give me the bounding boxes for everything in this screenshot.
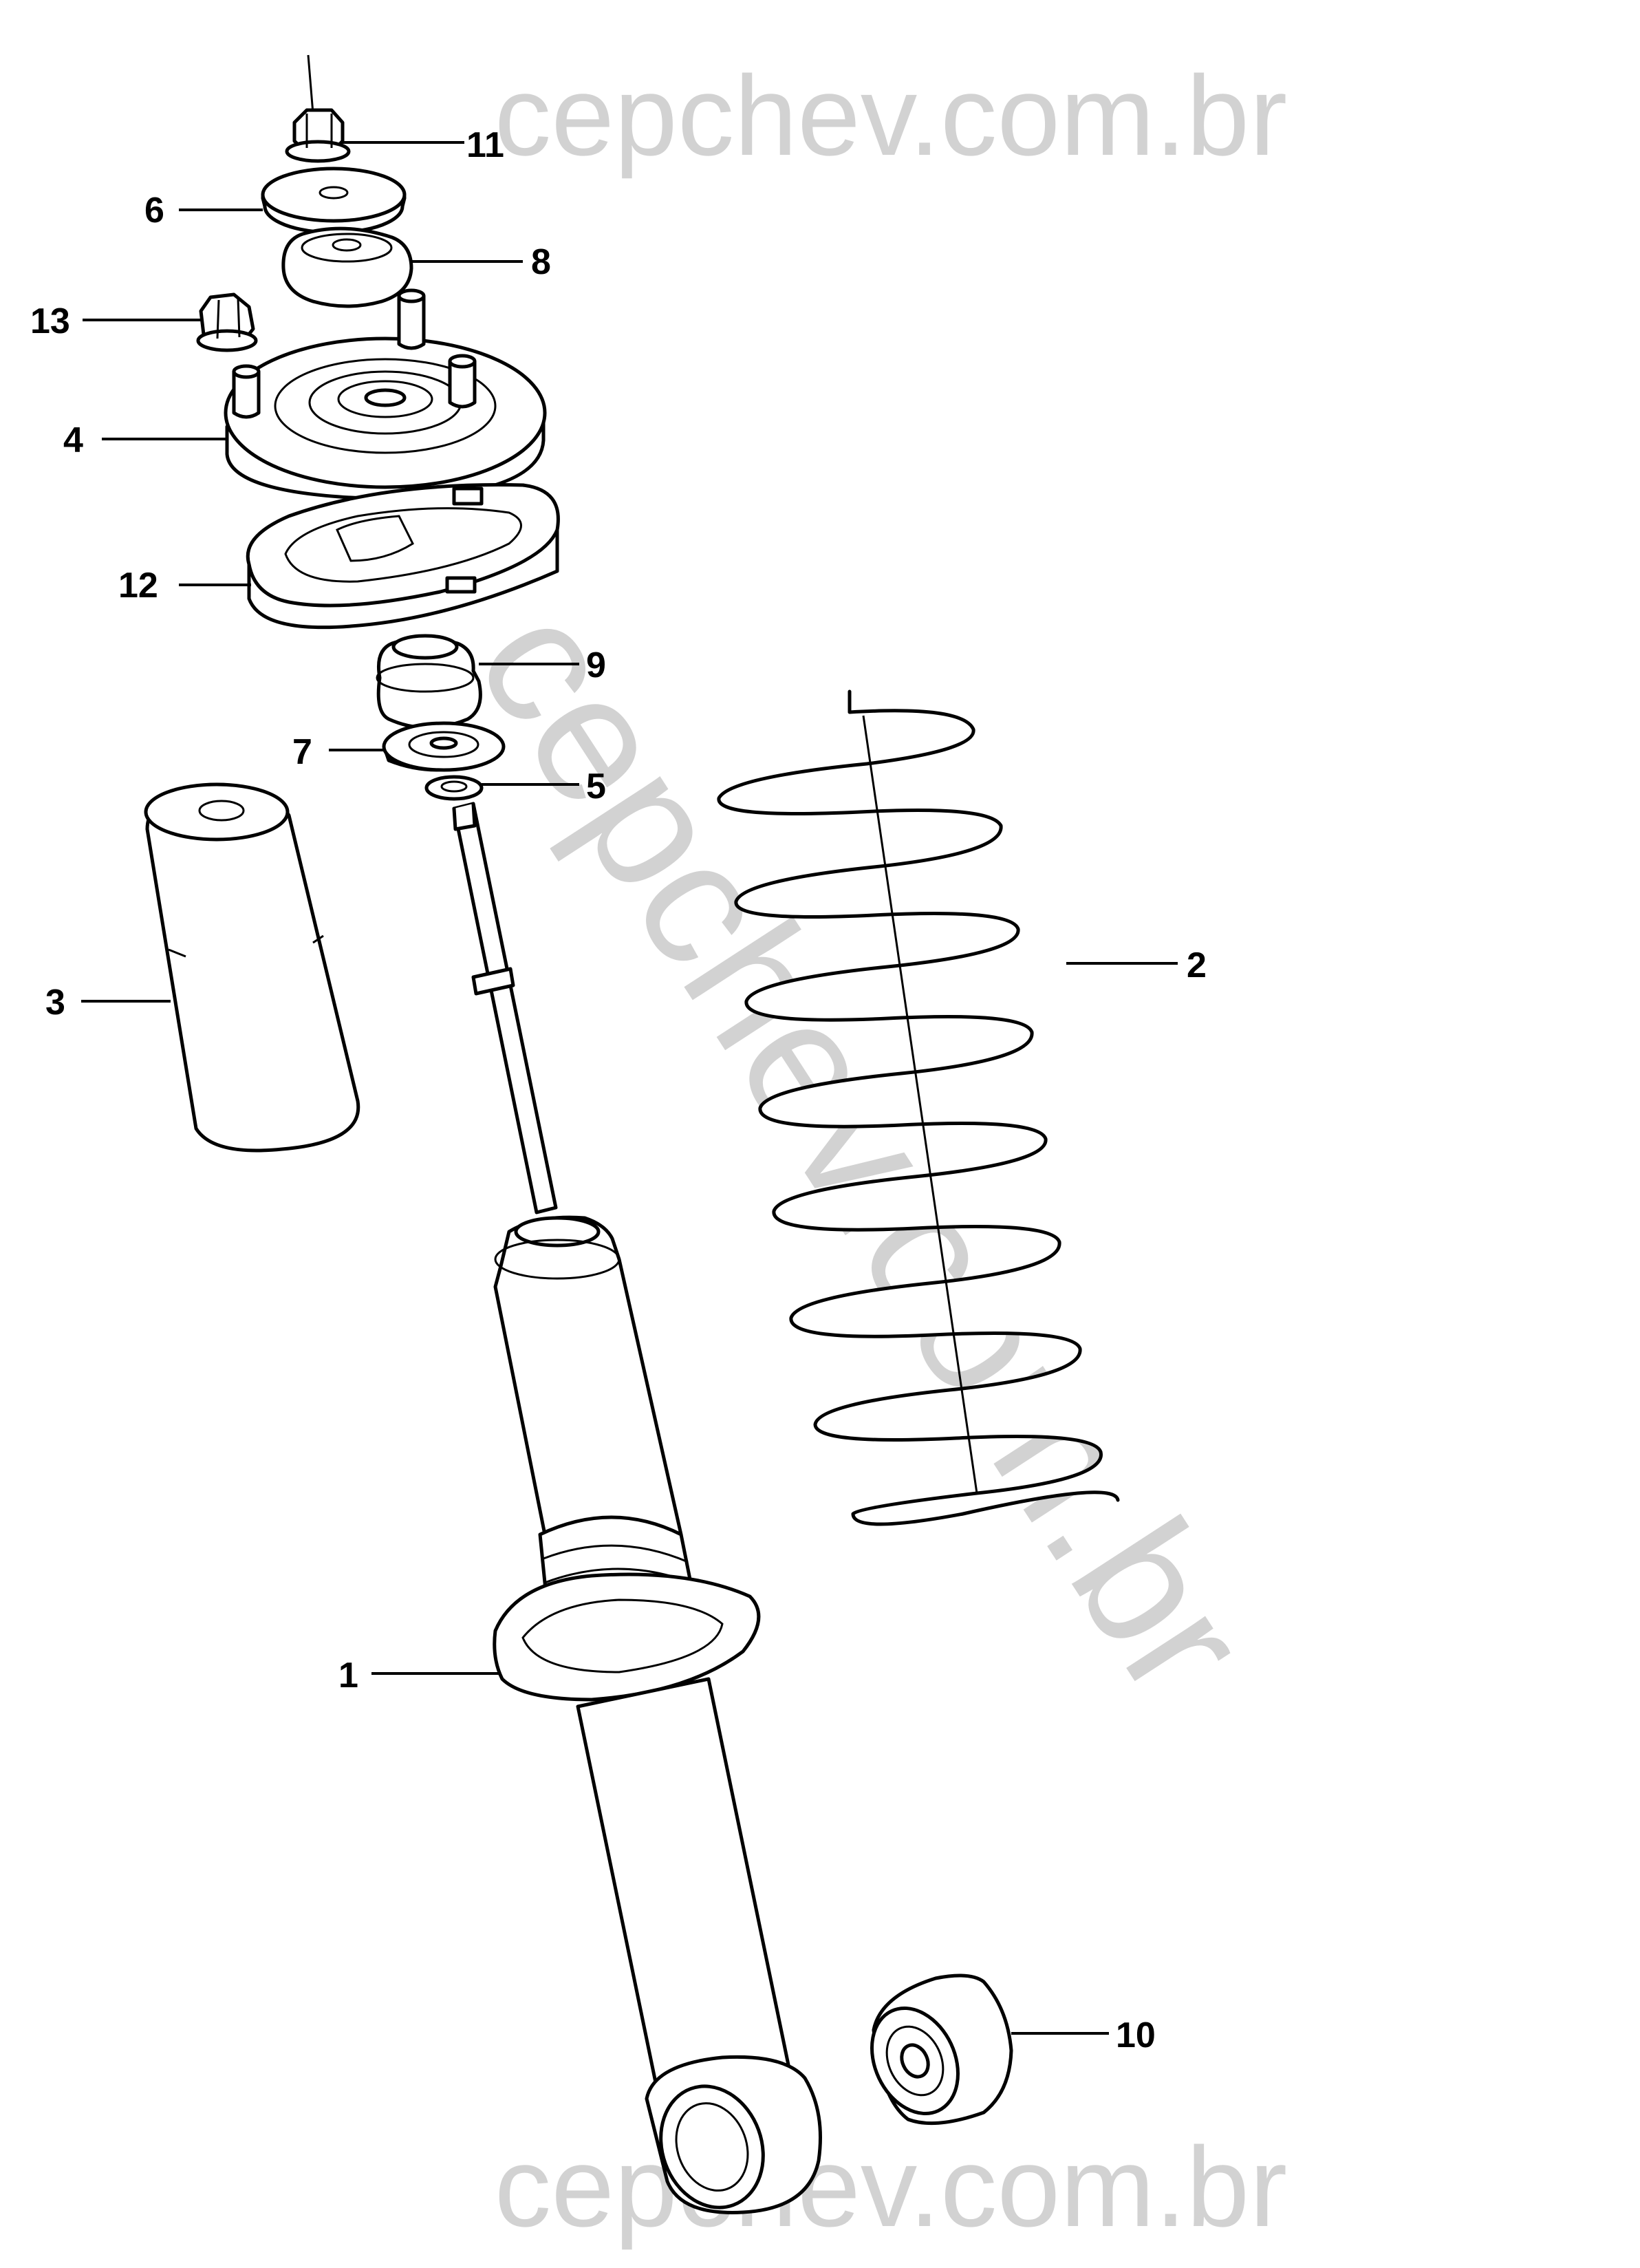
part-8-bushing	[281, 226, 413, 308]
part-3-dust-boot	[144, 782, 360, 1153]
part-9-lower-bushing	[376, 634, 482, 729]
callout-7: 7	[292, 732, 312, 772]
callout-11: 11	[466, 125, 504, 165]
callout-8: 8	[531, 242, 551, 282]
part-6-washer	[261, 167, 407, 235]
callout-10: 10	[1116, 2015, 1156, 2055]
callout-9: 9	[586, 645, 606, 685]
part-4-mount-plate	[224, 288, 547, 501]
part-1-shock-absorber	[452, 802, 822, 2214]
callout-5: 5	[586, 767, 606, 806]
part-12-spring-seat	[246, 483, 560, 630]
part-5-small-washer	[424, 775, 484, 801]
callout-6: 6	[144, 191, 164, 231]
callout-4: 4	[63, 420, 83, 460]
callout-2: 2	[1187, 945, 1207, 985]
callout-13: 13	[30, 301, 70, 341]
part-11-nut	[285, 54, 351, 163]
watermark-top: cepchev.com.br	[495, 52, 1287, 179]
callout-1: 1	[338, 1656, 358, 1695]
part-7-washer	[382, 721, 506, 772]
part-2-coil-spring	[717, 689, 1120, 1526]
part-10-bushing	[870, 1973, 1013, 2126]
callout-12: 12	[118, 566, 158, 606]
watermark-bottom: cepchev.com.br	[495, 2123, 1287, 2250]
callout-3: 3	[45, 983, 65, 1023]
part-13-nut	[196, 292, 258, 352]
